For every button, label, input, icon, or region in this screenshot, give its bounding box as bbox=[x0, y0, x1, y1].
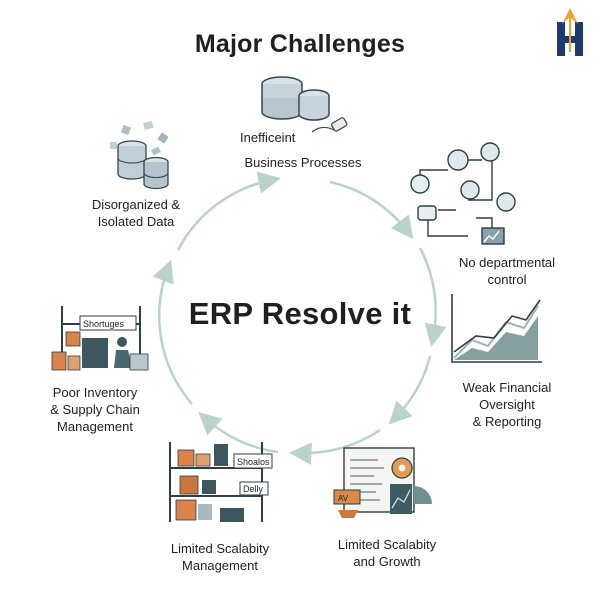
challenge-label-line: Poor Inventory bbox=[52, 385, 138, 400]
challenge-label-line: Management bbox=[57, 419, 133, 434]
challenge-label-line: Management bbox=[182, 558, 258, 573]
reports-gears-icon: AV bbox=[333, 447, 432, 518]
cycle-arrow bbox=[388, 355, 432, 425]
challenge-label-line: & Reporting bbox=[472, 414, 542, 429]
challenge-scalability-management: Limited Scalabity Management bbox=[140, 540, 300, 574]
cycle-arrow bbox=[289, 428, 381, 465]
challenge-label-line: Isolated Data bbox=[97, 214, 175, 229]
warehouse-shelves-icon: Shoalos Delly bbox=[169, 442, 273, 522]
challenge-label-line: Inefficeint bbox=[240, 130, 296, 145]
challenge-label-line: Business Processes bbox=[244, 155, 362, 170]
cycle-arrows bbox=[152, 171, 447, 465]
inventory-shortage-icon: Shortuges bbox=[51, 306, 149, 371]
challenge-label-line: Oversight bbox=[479, 397, 535, 412]
center-statement: ERP Resolve it bbox=[188, 296, 412, 331]
challenge-label-line: Disorganized & bbox=[91, 197, 181, 212]
challenge-label-line: Limited Scalabity bbox=[170, 541, 270, 556]
challenge-label-line: and Growth bbox=[353, 554, 421, 569]
challenge-label-line: Limited Scalabity bbox=[337, 537, 437, 552]
challenge-poor-inventory: Poor Inventory & Supply Chain Management bbox=[20, 384, 170, 435]
cycle-arrow bbox=[418, 247, 447, 347]
shortages-sign-text: Shortuges bbox=[83, 319, 125, 329]
challenge-scalability-growth: Limited Scalabity and Growth bbox=[312, 536, 462, 570]
cycle-arrow bbox=[152, 259, 193, 405]
challenge-label-line: No departmental bbox=[458, 255, 556, 270]
growth-chart-icon bbox=[451, 294, 542, 363]
challenge-weak-financial-oversight: Weak Financial Oversight & Reporting bbox=[432, 379, 582, 430]
challenge-disorganized-data: Disorganized & Isolated Data bbox=[66, 196, 206, 230]
shelf-sign-text: Shoalos bbox=[237, 457, 270, 467]
challenge-inefficient-processes: Inefficeint Business Processes bbox=[218, 129, 388, 171]
brand-logo bbox=[557, 8, 583, 56]
av-sign-text: AV bbox=[338, 494, 349, 503]
database-icon bbox=[261, 76, 348, 133]
cycle-arrow bbox=[329, 180, 414, 240]
cycle-arrow bbox=[176, 171, 281, 251]
challenge-no-departmental-control: No departmental control bbox=[432, 254, 582, 288]
challenge-label-line: & Supply Chain bbox=[50, 402, 140, 417]
challenge-label-line: control bbox=[487, 272, 527, 287]
scattered-data-icon bbox=[110, 120, 169, 190]
page-title: Major Challenges bbox=[194, 30, 406, 58]
delay-sign-text: Delly bbox=[243, 484, 264, 494]
challenge-label-line: Weak Financial bbox=[462, 380, 552, 395]
cycle-arrow bbox=[198, 411, 279, 454]
workflow-icon bbox=[410, 142, 516, 245]
